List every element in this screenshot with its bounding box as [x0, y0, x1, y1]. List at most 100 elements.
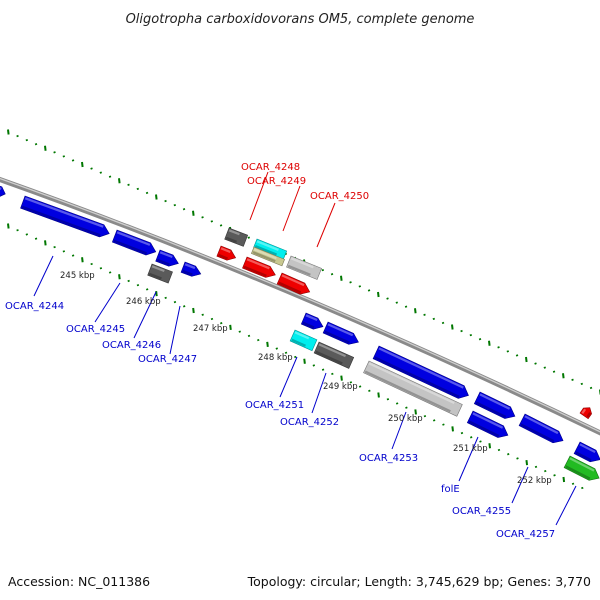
tick-label: 247 kbp: [193, 324, 228, 334]
outer-track-mark: [478, 338, 482, 341]
inner-track-mark: [553, 474, 556, 477]
outer-track-mark: [321, 268, 325, 272]
inner-track-mark: [497, 448, 501, 452]
outer-track-mark: [515, 354, 519, 357]
inner-track-mark: [164, 296, 167, 299]
inner-track-mark: [266, 341, 269, 347]
outer-track-mark: [340, 275, 343, 281]
outer-track-mark: [423, 313, 426, 316]
gene-4248: [216, 245, 237, 261]
outer-track-mark: [497, 346, 500, 349]
outer-track-mark: [7, 129, 10, 135]
inner-track-mark: [516, 457, 519, 460]
tick-label: 248 kbp: [258, 353, 293, 363]
inner-track-mark: [534, 465, 538, 469]
leader-line: [33, 255, 54, 297]
outer-track-mark: [201, 216, 204, 219]
outer-track-mark: [552, 370, 556, 373]
gene-edge-left: [0, 183, 6, 198]
leader-line: [249, 171, 269, 221]
inner-track-mark: [229, 324, 232, 331]
gene-4249-cyan: [253, 238, 288, 260]
inner-track-mark: [395, 402, 399, 405]
outer-track-mark: [349, 281, 352, 284]
gene-label-forward: OCAR_4250: [310, 191, 369, 202]
gene-4251: [289, 329, 318, 352]
inner-track-mark: [108, 271, 112, 274]
inner-track-mark: [331, 372, 334, 376]
outer-track-mark: [432, 317, 436, 321]
gene-4253: [363, 360, 463, 417]
gene-label-reverse: OCAR_4255: [452, 506, 511, 517]
outer-track-mark: [99, 171, 103, 174]
inner-track-mark: [303, 358, 306, 364]
leader-line: [555, 485, 577, 526]
outer-track-mark: [219, 224, 223, 227]
inner-track-mark: [71, 254, 75, 257]
inner-track-mark: [238, 330, 241, 333]
inner-track-mark: [219, 322, 223, 325]
outer-track-mark: [386, 297, 389, 300]
inner-track-mark: [321, 368, 325, 371]
inner-track-mark: [544, 469, 547, 473]
outer-track-mark: [182, 208, 186, 211]
gene-label-reverse: OCAR_4252: [280, 417, 339, 428]
outer-track-mark: [118, 178, 121, 184]
tick-label: 245 kbp: [60, 271, 95, 281]
outer-track-mark: [488, 340, 491, 346]
outer-track-mark: [358, 285, 362, 288]
inner-track-mark: [90, 262, 93, 266]
tick-label: 251 kbp: [453, 444, 488, 454]
inner-track-mark: [201, 313, 204, 316]
inner-track-mark: [136, 284, 140, 287]
gene-4247: [180, 261, 202, 277]
gene-4249: [242, 256, 276, 278]
inner-track-mark: [405, 406, 408, 409]
inner-track-mark: [7, 223, 10, 229]
outer-track-mark: [506, 350, 510, 353]
inner-track-mark: [488, 443, 492, 449]
inner-track-mark: [62, 250, 66, 253]
outer-track-mark: [164, 199, 167, 203]
gene-label-reverse: OCAR_4251: [245, 400, 304, 411]
inner-track-mark: [479, 440, 482, 443]
outer-track-mark: [108, 175, 112, 178]
tick-label: 249 kbp: [323, 382, 358, 392]
leader-line: [316, 202, 336, 248]
outer-track-mark: [330, 273, 334, 276]
gene-4252-blue: [322, 321, 359, 345]
outer-track-mark: [16, 134, 19, 138]
outer-track-mark: [469, 333, 473, 337]
inner-track-mark: [377, 392, 380, 398]
gene-4252: [313, 341, 355, 369]
outer-track-mark: [136, 187, 140, 191]
inner-track-mark: [210, 317, 214, 321]
leader-line: [279, 356, 298, 398]
outer-track-mark: [460, 329, 463, 333]
outer-track-mark: [525, 356, 528, 363]
outer-track-mark: [192, 210, 195, 216]
inner-track-mark: [192, 307, 195, 314]
inner-track-mark: [44, 240, 47, 246]
inner-track-mark: [284, 351, 288, 354]
gene-label-reverse: OCAR_4257: [496, 529, 555, 540]
outer-track-mark: [145, 191, 149, 195]
outer-track-mark: [53, 151, 56, 154]
gene-label-forward: OCAR_4249: [247, 176, 306, 187]
gene-4246: [147, 263, 173, 284]
outer-track-mark: [210, 220, 214, 223]
leader-line: [511, 466, 529, 504]
gene-4253-blue: [372, 345, 469, 399]
gene-label-reverse: OCAR_4253: [359, 453, 418, 464]
inner-track-mark: [257, 338, 260, 342]
inner-track-mark: [340, 375, 343, 381]
inner-track-mark: [25, 233, 29, 236]
inner-track-mark: [127, 279, 130, 283]
inner-track-mark: [581, 486, 584, 490]
outer-track-mark: [580, 382, 584, 386]
gene-4249-tan: [250, 246, 285, 267]
leader-line: [391, 411, 407, 450]
inner-track-mark: [358, 385, 362, 388]
inner-track-mark: [562, 476, 566, 483]
